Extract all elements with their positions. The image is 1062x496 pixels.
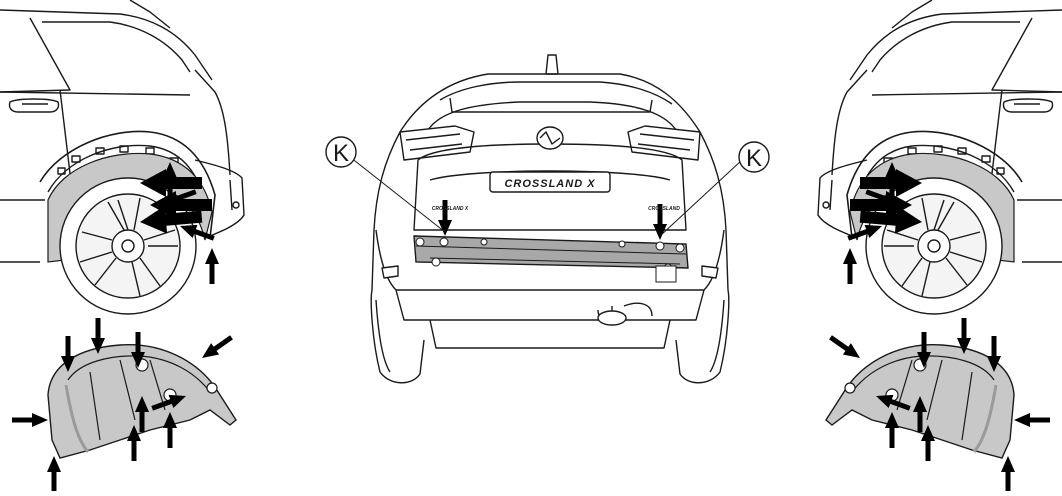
callout-k-left: K	[325, 136, 357, 168]
tailgate-badge-small-right: CROSSLAND	[648, 206, 680, 212]
tailgate-badge-small-left: CROSSLAND X	[432, 206, 469, 212]
tow-bar-crossbeam	[413, 235, 689, 283]
rear-view-arrows	[438, 200, 667, 240]
callout-circle-icon	[738, 141, 770, 173]
tailgate-badge: CROSSLAND X	[504, 178, 595, 190]
callout-label-right: K	[746, 145, 762, 172]
callout-circle-icon	[325, 136, 357, 168]
callout-label-left: K	[333, 140, 349, 167]
rear-car-view	[370, 54, 730, 384]
callout-k-right: K	[738, 141, 770, 173]
